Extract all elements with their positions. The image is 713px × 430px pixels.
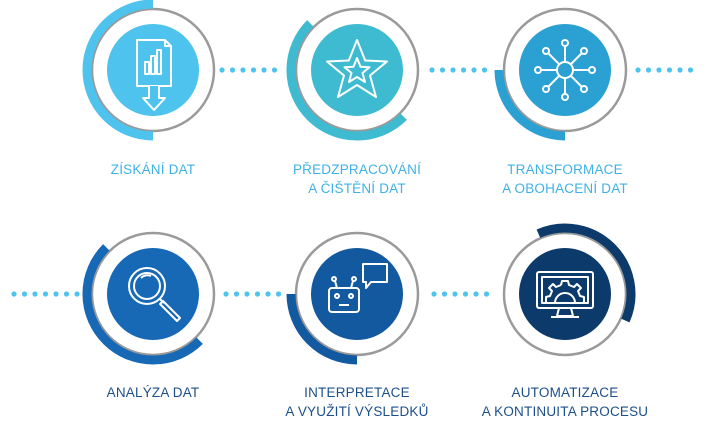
step-1-label: ZÍSKÁNÍ DAT (43, 160, 263, 179)
connector-dot (32, 291, 38, 297)
step-5-node (286, 231, 420, 365)
step-1-ring (90, 7, 216, 133)
step-5-arc (286, 293, 358, 365)
step-1-arc (82, 0, 154, 141)
connector-dot (439, 67, 446, 73)
connector-dot (63, 291, 70, 297)
step-6-ring (502, 231, 628, 357)
step-3-label-line2: A OBOHACENÍ DAT (502, 181, 628, 196)
connector-top-left (219, 67, 278, 73)
step-3-label: TRANSFORMACE A OBOHACENÍ DAT (455, 160, 675, 198)
connector-dot (53, 291, 59, 297)
connector-dot (460, 67, 467, 73)
step-4-disc (107, 248, 199, 340)
monitor-gear-icon (536, 271, 594, 318)
step-3-node (494, 7, 628, 141)
connector-dot (441, 291, 448, 297)
step-4-label: ANALÝZA DAT (43, 383, 263, 402)
connector-dot (254, 291, 261, 297)
step-1-node (82, 0, 216, 141)
connector-dot (462, 291, 469, 297)
connector-dot (233, 291, 240, 297)
step-4-ring (90, 231, 216, 357)
connector-dot (666, 67, 673, 73)
network-hub-icon (534, 39, 596, 101)
step-2-label-line1: PŘEDZPRACOVÁNÍ (292, 162, 422, 177)
step-3-ring (502, 7, 628, 133)
connector-top-exit (635, 67, 694, 73)
step-5-label-line2: A VYUŽITÍ VÝSLEDKŮ (285, 404, 429, 419)
connector-dot (429, 67, 435, 73)
connector-bottom-right (431, 291, 490, 297)
magnifier-icon (128, 267, 181, 322)
connector-dot (244, 291, 250, 297)
step-5-disc (311, 248, 403, 340)
connector-dot (431, 291, 437, 297)
connector-dot (635, 67, 641, 73)
connector-bottom-entry (11, 291, 80, 297)
connector-dot (229, 67, 236, 73)
step-4-arc (82, 244, 203, 365)
connector-dot (645, 67, 652, 73)
connector-dot (275, 291, 282, 297)
step-2-disc (311, 24, 403, 116)
connector-dot (687, 67, 694, 73)
connector-dot (21, 291, 28, 297)
connector-dot (265, 291, 271, 297)
step-5-label-line1: INTERPRETACE (304, 385, 410, 400)
connector-dot (74, 291, 80, 297)
connector-dot (223, 291, 229, 297)
step-6-label-line2: A KONTINUITA PROCESU (481, 404, 649, 419)
connector-dot (42, 291, 49, 297)
step-1-disc (107, 24, 199, 116)
step-1-label-line1: ZÍSKÁNÍ DAT (110, 162, 196, 177)
step-5-ring (294, 231, 420, 357)
connector-dot (656, 67, 662, 73)
step-5-label: INTERPRETACE A VYUŽITÍ VÝSLEDKŮ (247, 383, 467, 421)
connector-top-right (429, 67, 488, 73)
step-6-arc (536, 223, 636, 323)
star-icon (326, 39, 388, 98)
connector-dot (240, 67, 246, 73)
connector-dot (481, 67, 488, 73)
connector-dot (261, 67, 267, 73)
step-2-arc (286, 20, 407, 141)
step-2-node (286, 7, 420, 141)
connector-dot (271, 67, 278, 73)
connector-dot (483, 291, 490, 297)
step-6-label-line1: AUTOMATIZACE (511, 385, 619, 400)
step-2-label: PŘEDZPRACOVÁNÍ A ČIŠTĚNÍ DAT (247, 160, 467, 198)
step-6-node (502, 223, 636, 357)
step-2-label-line2: A ČIŠTĚNÍ DAT (308, 181, 406, 196)
robot-chat-icon (328, 263, 388, 313)
step-3-arc (494, 69, 566, 141)
connector-bottom-left (223, 291, 282, 297)
step-3-label-line1: TRANSFORMACE (507, 162, 623, 177)
connector-dot (219, 67, 225, 73)
document-download-chart-icon (136, 39, 172, 111)
connector-dot (473, 291, 479, 297)
connector-dot (450, 67, 456, 73)
step-6-label: AUTOMATIZACE A KONTINUITA PROCESU (455, 383, 675, 421)
step-4-label-line1: ANALÝZA DAT (106, 385, 200, 400)
step-2-ring (294, 7, 420, 133)
connector-dot (11, 291, 17, 297)
connector-dot (452, 291, 458, 297)
connector-dot (250, 67, 257, 73)
connector-dot (677, 67, 683, 73)
connector-dot (471, 67, 477, 73)
step-3-disc (519, 24, 611, 116)
step-4-node (82, 231, 216, 365)
